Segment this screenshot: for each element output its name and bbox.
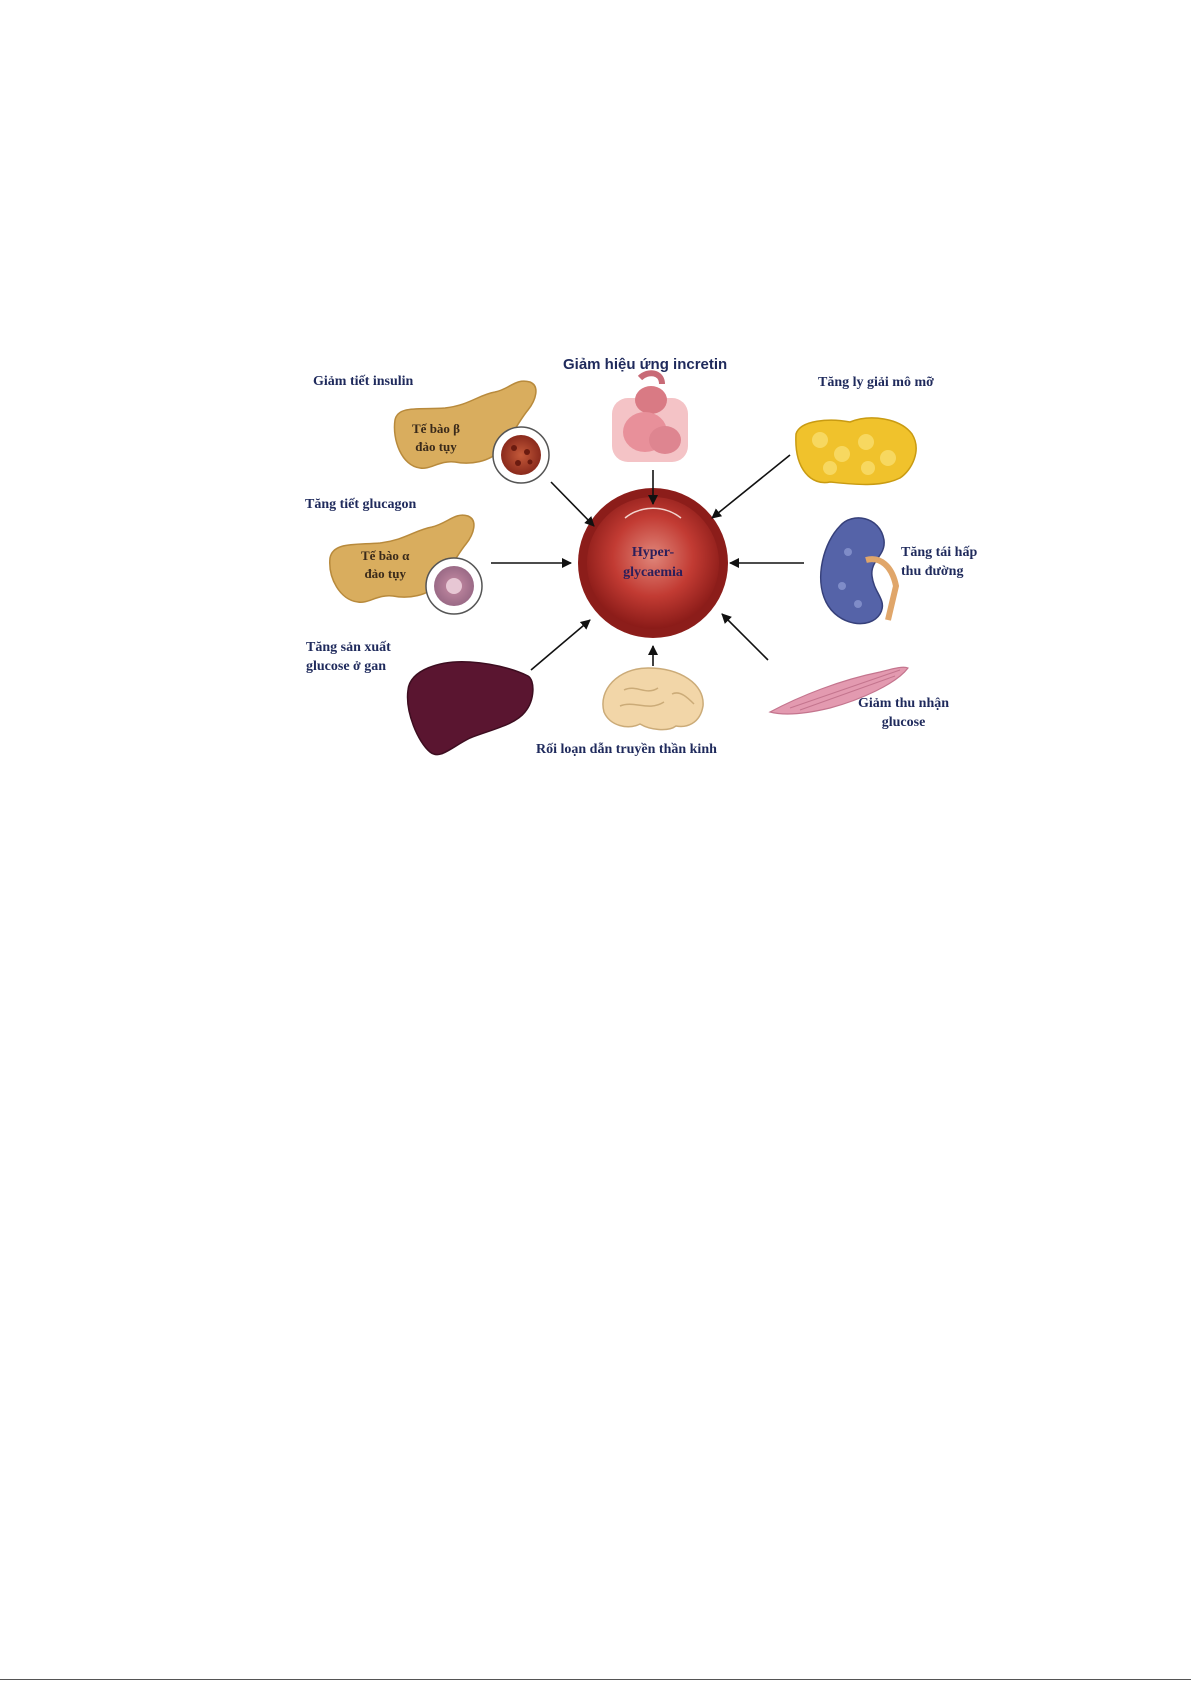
label-muscle-line1: Giảm thu nhận bbox=[858, 694, 949, 713]
islet-alpha-label: Tế bào α đảo tụy bbox=[361, 547, 409, 583]
label-liver-line2: glucose ở gan bbox=[306, 657, 391, 676]
fat-tissue-icon bbox=[796, 418, 916, 485]
label-kidney-line1: Tăng tái hấp bbox=[901, 543, 977, 562]
label-liver: Tăng sản xuất glucose ở gan bbox=[306, 638, 391, 676]
label-incretin: Giảm hiệu ứng incretin bbox=[563, 355, 727, 374]
label-muscle: Giảm thu nhận glucose bbox=[858, 694, 949, 732]
arrow-muscle bbox=[722, 614, 768, 660]
label-brain: Rối loạn dẫn truyền thần kinh bbox=[536, 740, 717, 759]
brain-icon bbox=[603, 668, 703, 730]
label-fat: Tăng ly giải mô mỡ bbox=[818, 373, 934, 392]
islet-alpha-line2: đảo tụy bbox=[361, 565, 409, 583]
islet-cell-icon bbox=[493, 427, 549, 483]
center-label: Hyper- glycaemia bbox=[593, 543, 713, 583]
center-label-line2: glycaemia bbox=[593, 563, 713, 583]
arrow-insulin bbox=[551, 482, 594, 526]
label-glucagon: Tăng tiết glucagon bbox=[305, 495, 416, 514]
kidney-icon bbox=[821, 518, 896, 624]
label-kidney-line2: thu đường bbox=[901, 562, 977, 581]
liver-icon bbox=[408, 662, 533, 755]
gut-icon bbox=[612, 373, 688, 462]
islet-beta-label: Tế bào β đảo tụy bbox=[412, 420, 460, 456]
label-insulin: Giảm tiết insulin bbox=[313, 372, 413, 391]
islet-cell-icon bbox=[426, 558, 482, 614]
arrow-liver bbox=[531, 620, 590, 670]
label-muscle-line2: glucose bbox=[858, 713, 949, 732]
islet-beta-line2: đảo tụy bbox=[412, 438, 460, 456]
center-label-line1: Hyper- bbox=[593, 543, 713, 563]
islet-beta-line1: Tế bào β bbox=[412, 420, 460, 438]
label-kidney: Tăng tái hấp thu đường bbox=[901, 543, 977, 581]
label-liver-line1: Tăng sản xuất bbox=[306, 638, 391, 657]
arrow-fat bbox=[712, 455, 790, 518]
islet-alpha-line1: Tế bào α bbox=[361, 547, 409, 565]
